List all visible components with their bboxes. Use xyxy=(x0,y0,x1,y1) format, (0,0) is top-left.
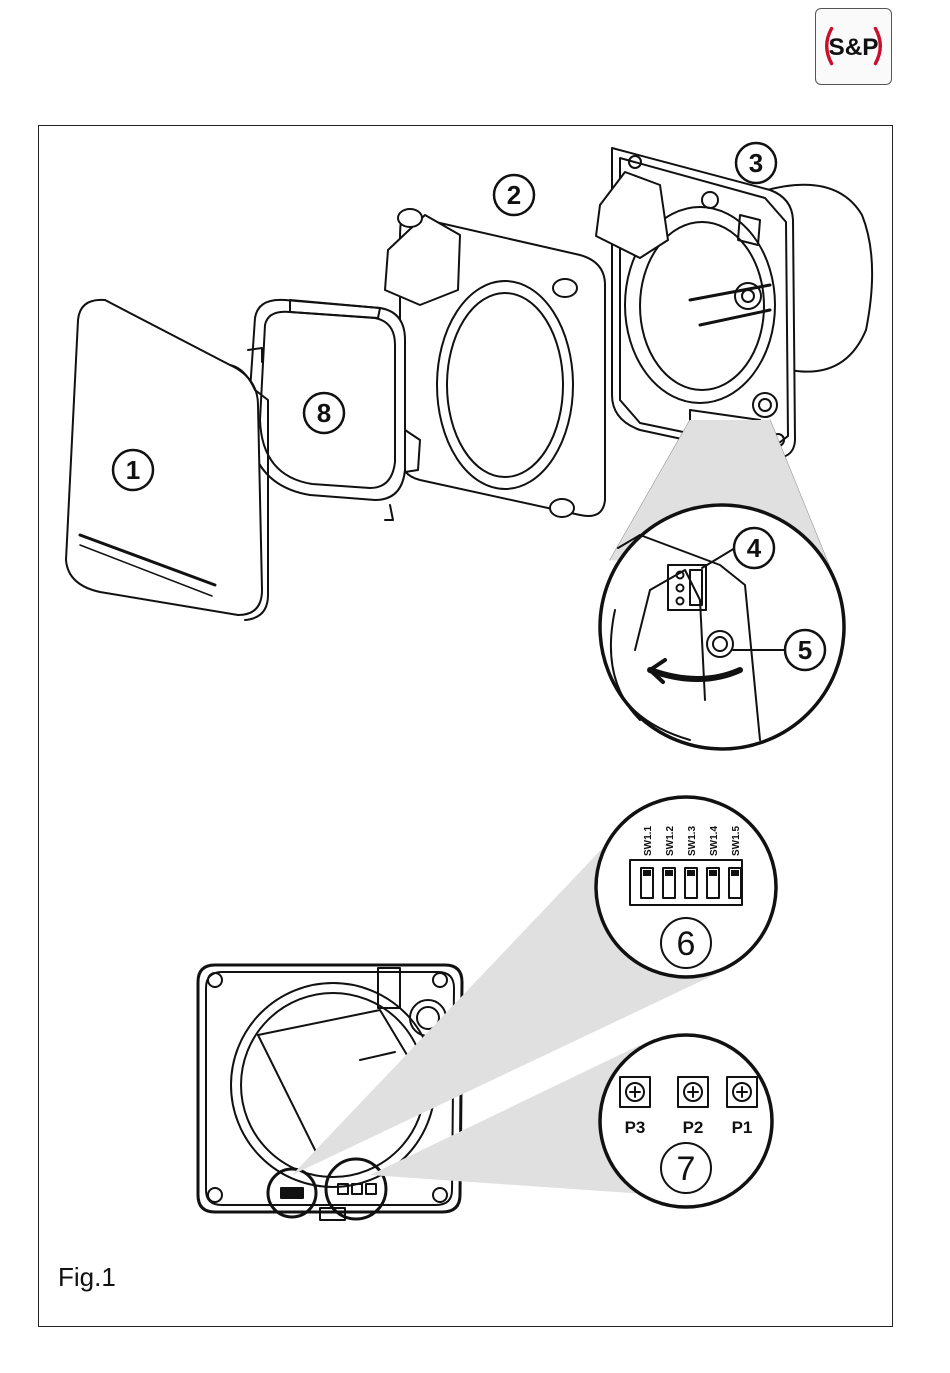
callout-3: 3 xyxy=(749,148,763,178)
callout-5: 5 xyxy=(798,635,812,665)
callout-8: 8 xyxy=(317,398,331,428)
front-cover xyxy=(66,300,268,620)
fan-base-body xyxy=(596,148,872,458)
callout-2: 2 xyxy=(507,180,521,210)
terminal-detail-zoom xyxy=(600,505,844,749)
callout-6: 6 xyxy=(677,925,696,963)
switch-label-2: SW1.2 xyxy=(665,826,676,856)
callout-4: 4 xyxy=(747,533,762,563)
switch-label-1: SW1.1 xyxy=(643,826,654,856)
pot-label-p3: P3 xyxy=(625,1118,646,1137)
switch-label-3: SW1.3 xyxy=(687,826,698,856)
pot-label-p1: P1 xyxy=(732,1118,753,1137)
callout-1: 1 xyxy=(126,455,140,485)
switch-label-4: SW1.4 xyxy=(709,826,720,856)
callout-7: 7 xyxy=(677,1150,696,1188)
pot-label-p2: P2 xyxy=(683,1118,704,1137)
switch-label-5: SW1.5 xyxy=(731,826,742,856)
